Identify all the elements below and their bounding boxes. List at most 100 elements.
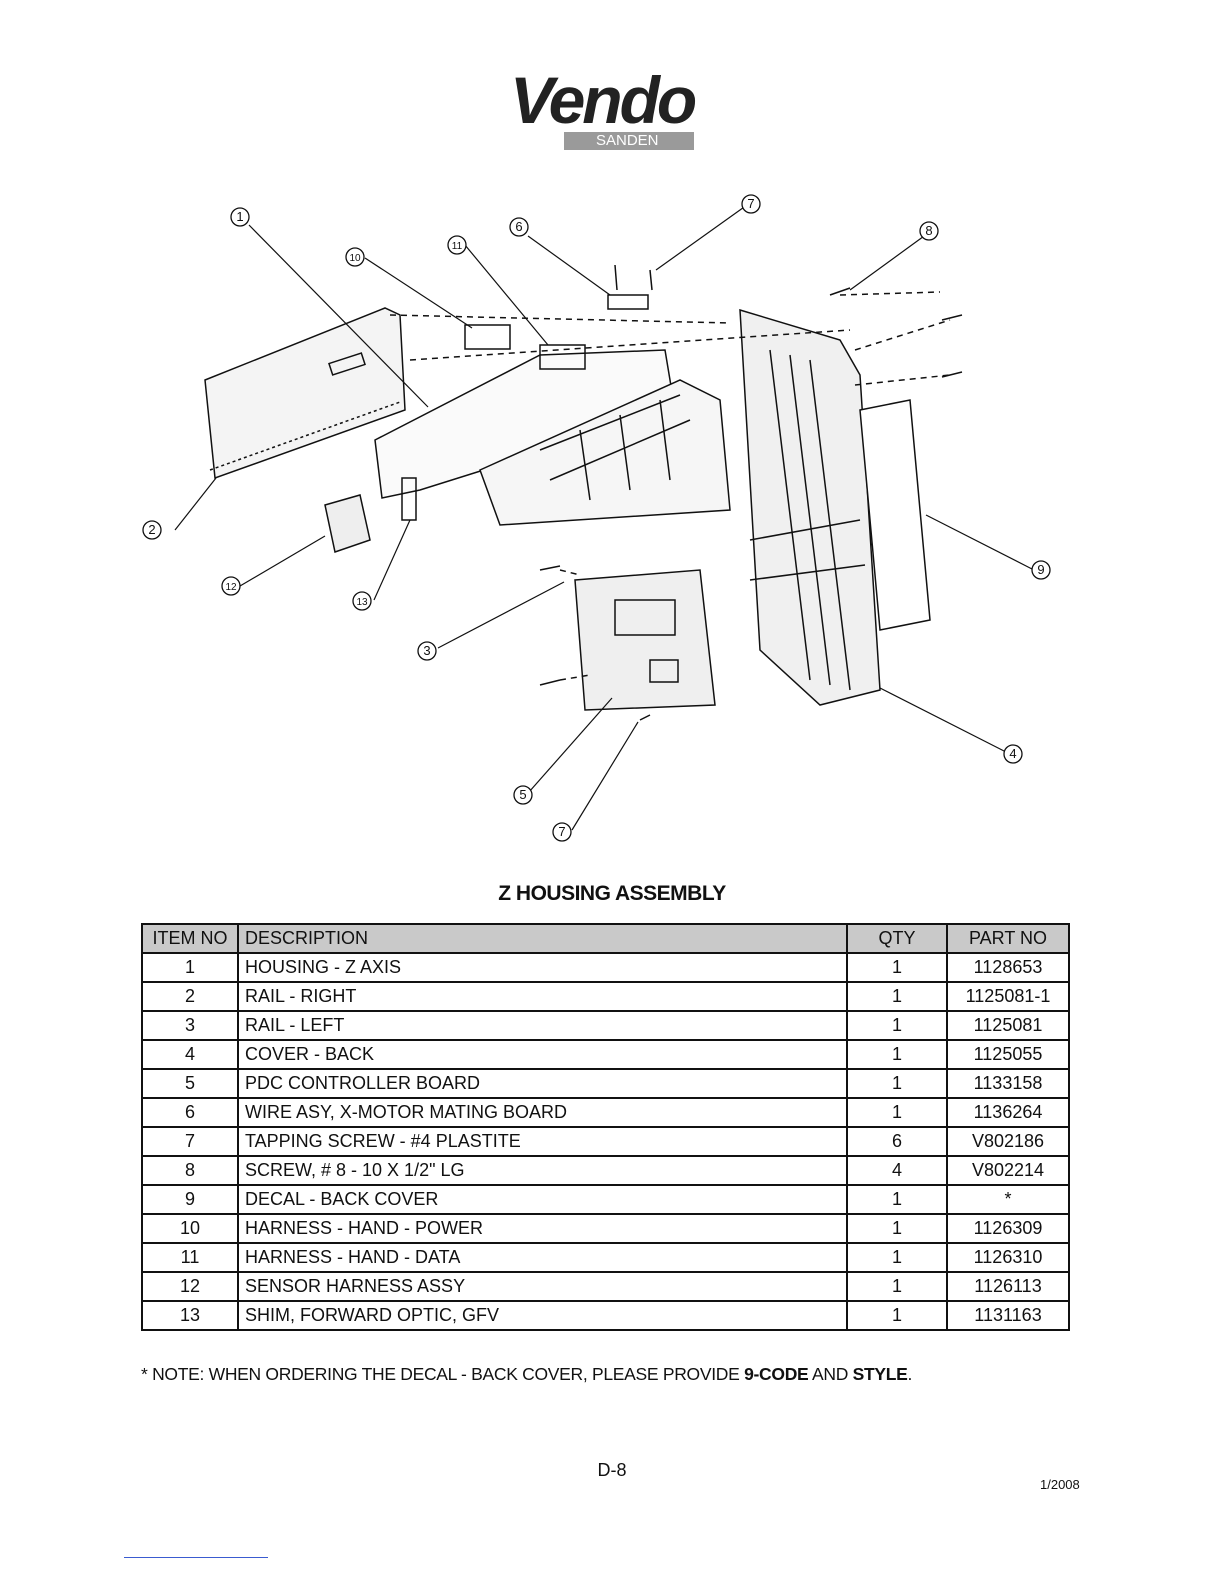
rail-right-slot [328, 352, 366, 376]
cell-part-no: 1125055 [946, 1039, 1070, 1070]
cell-description: PDC CONTROLLER BOARD [237, 1068, 848, 1099]
table-row: 13 SHIM, FORWARD OPTIC, GFV 1 1131163 [141, 1300, 1070, 1331]
header-description: DESCRIPTION [237, 923, 848, 954]
cell-qty: 1 [846, 1010, 948, 1041]
header-qty: QTY [846, 923, 948, 954]
cell-part-no: 1128653 [946, 952, 1070, 983]
cell-part-no: 1125081 [946, 1010, 1070, 1041]
vendo-logo: Vendo SANDEN [500, 62, 710, 158]
parts-table: ITEM NO DESCRIPTION QTY PART NO 1 HOUSIN… [141, 923, 1070, 1331]
callout-5: 5 [519, 787, 526, 802]
exploded-assembly-diagram: 1 2 3 4 5 6 7 7 8 9 10 11 12 13 [120, 180, 1080, 860]
table-row: 7 TAPPING SCREW - #4 PLASTITE 6 V802186 [141, 1126, 1070, 1157]
cell-item-no: 8 [141, 1155, 239, 1186]
shim-shape [401, 477, 417, 521]
callout-12: 12 [225, 582, 237, 593]
callout-7-bottom: 7 [558, 824, 565, 839]
revision-date: 1/2008 [1040, 1477, 1080, 1492]
cell-description: HARNESS - HAND - DATA [237, 1242, 848, 1273]
cell-description: RAIL - LEFT [237, 1010, 848, 1041]
cell-qty: 1 [846, 952, 948, 983]
cell-item-no: 11 [141, 1242, 239, 1273]
assembly-lines [389, 291, 951, 681]
cell-item-no: 12 [141, 1271, 239, 1302]
callout-11: 11 [452, 241, 463, 252]
callout-circles [142, 194, 1051, 842]
table-row: 10 HARNESS - HAND - POWER 1 1126309 [141, 1213, 1070, 1244]
diagram-svg: 1 2 3 4 5 6 7 7 8 9 10 11 12 13 [142, 194, 1051, 842]
header-part-no: PART NO [946, 923, 1070, 954]
decal-shape [859, 399, 931, 631]
table-row: 4 COVER - BACK 1 1125055 [141, 1039, 1070, 1070]
cell-qty: 1 [846, 1271, 948, 1302]
page-number: D-8 [597, 1460, 627, 1480]
cell-part-no: V802186 [946, 1126, 1070, 1157]
cell-description: SHIM, FORWARD OPTIC, GFV [237, 1300, 848, 1331]
ordering-note: * NOTE: WHEN ORDERING THE DECAL - BACK C… [141, 1364, 912, 1385]
back-cover-shape [739, 308, 881, 706]
cell-item-no: 9 [141, 1184, 239, 1215]
rail-left-grid [539, 394, 691, 501]
pdc-board-connectors [614, 599, 676, 636]
cell-part-no: V802214 [946, 1155, 1070, 1186]
callout-6: 6 [515, 219, 522, 234]
table-row: 1 HOUSING - Z AXIS 1 1128653 [141, 952, 1070, 983]
cell-description: TAPPING SCREW - #4 PLASTITE [237, 1126, 848, 1157]
cell-description: SCREW, # 8 - 10 X 1/2" LG [237, 1155, 848, 1186]
leader-lines [174, 204, 1033, 831]
table-row: 8 SCREW, # 8 - 10 X 1/2" LG 4 V802214 [141, 1155, 1070, 1186]
callout-9: 9 [1037, 562, 1044, 577]
cell-item-no: 1 [141, 952, 239, 983]
page-title: Z HOUSING ASSEMBLY [498, 882, 726, 905]
table-row: 3 RAIL - LEFT 1 1125081 [141, 1010, 1070, 1041]
back-cover-ribs [749, 349, 866, 691]
note-bold-style: STYLE [852, 1364, 908, 1384]
logo-bar [564, 132, 694, 150]
note-text: * NOTE: WHEN ORDERING THE DECAL - BACK C… [141, 1364, 745, 1384]
table-row: 9 DECAL - BACK COVER 1 * [141, 1184, 1070, 1215]
logo-subbrand: SANDEN [596, 132, 659, 149]
callout-3: 3 [423, 643, 430, 658]
cell-qty: 4 [846, 1155, 948, 1186]
cell-item-no: 6 [141, 1097, 239, 1128]
sensor-harness-shape [324, 494, 371, 553]
table-row: 6 WIRE ASY, X-MOTOR MATING BOARD 1 11362… [141, 1097, 1070, 1128]
table-header-row: ITEM NO DESCRIPTION QTY PART NO [141, 923, 1070, 954]
callout-4: 4 [1009, 746, 1016, 761]
screws [539, 264, 963, 721]
table-row: 11 HARNESS - HAND - DATA 1 1126310 [141, 1242, 1070, 1273]
rail-right-teeth [209, 401, 401, 471]
cell-item-no: 13 [141, 1300, 239, 1331]
pdc-board-shape [574, 569, 716, 711]
cell-part-no: 1126310 [946, 1242, 1070, 1273]
cell-qty: 6 [846, 1126, 948, 1157]
cell-qty: 1 [846, 1068, 948, 1099]
callout-labels: 1 2 3 4 5 6 7 7 8 9 10 11 12 13 [148, 196, 1044, 839]
harness-data-shape [539, 344, 586, 370]
cell-item-no: 7 [141, 1126, 239, 1157]
cell-qty: 1 [846, 1242, 948, 1273]
cell-part-no: 1133158 [946, 1068, 1070, 1099]
cell-qty: 1 [846, 981, 948, 1012]
cell-item-no: 4 [141, 1039, 239, 1070]
cell-part-no: 1126309 [946, 1213, 1070, 1244]
cell-description: HOUSING - Z AXIS [237, 952, 848, 983]
cell-description: COVER - BACK [237, 1039, 848, 1070]
cell-description: RAIL - RIGHT [237, 981, 848, 1012]
cell-description: DECAL - BACK COVER [237, 1184, 848, 1215]
cell-part-no: 1125081-1 [946, 981, 1070, 1012]
table-row: 5 PDC CONTROLLER BOARD 1 1133158 [141, 1068, 1070, 1099]
table-row: 2 RAIL - RIGHT 1 1125081-1 [141, 981, 1070, 1012]
cell-description: HARNESS - HAND - POWER [237, 1213, 848, 1244]
note-and: AND [808, 1364, 853, 1384]
cell-qty: 1 [846, 1300, 948, 1331]
harness-power-shape [464, 324, 511, 350]
callout-13: 13 [356, 597, 368, 608]
rail-left-shape [479, 379, 731, 526]
cell-item-no: 5 [141, 1068, 239, 1099]
note-bold-9-code: 9-CODE [744, 1364, 809, 1384]
cell-part-no: 1126113 [946, 1271, 1070, 1302]
pdc-board-chip [649, 659, 679, 683]
callout-7-top: 7 [747, 196, 754, 211]
cell-part-no: * [946, 1184, 1070, 1215]
